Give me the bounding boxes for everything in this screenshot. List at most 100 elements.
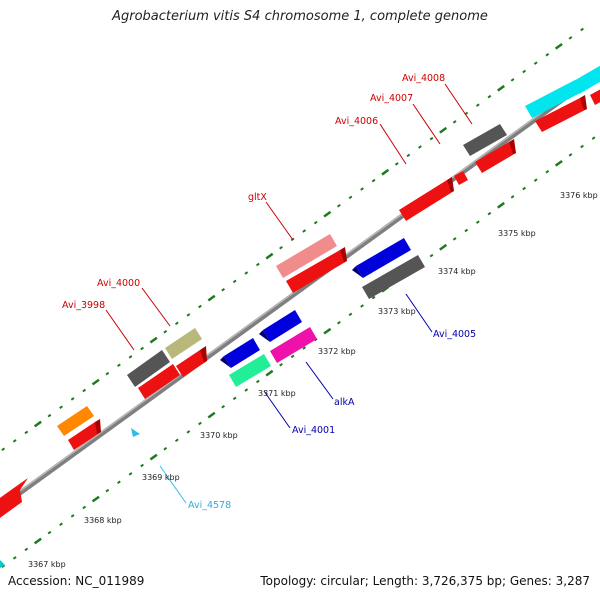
topology-text: Topology: circular; Length: 3,726,375 bp…: [260, 574, 590, 588]
major-tick: [265, 369, 274, 377]
feature-gene-red-4[interactable]: [475, 139, 516, 173]
minor-tick: [522, 69, 527, 74]
major-tick: [323, 327, 332, 335]
feature-gene-red-5[interactable]: [535, 84, 600, 132]
minor-tick: [418, 145, 422, 149]
minor-tick: [533, 61, 538, 65]
major-tick: [91, 378, 100, 386]
minor-tick: [510, 195, 515, 199]
minor-tick: [174, 438, 179, 443]
minor-tick: [580, 27, 584, 32]
feature-gene-alka[interactable]: [259, 310, 317, 363]
minor-tick: [128, 472, 133, 476]
minor-tick: [244, 271, 249, 275]
feature-gene-avi-4000[interactable]: [165, 328, 202, 359]
minor-tick: [128, 355, 133, 359]
minor-tick: [140, 346, 144, 351]
minor-tick: [117, 480, 121, 485]
genome-backbone: [0, 69, 600, 511]
scale-labels: 3367 kbp 3368 kbp 3369 kbp 3370 kbp 3371…: [28, 191, 598, 569]
minor-tick: [452, 237, 457, 241]
minor-tick: [337, 204, 341, 208]
minor-tick: [232, 396, 237, 401]
minor-tick: [475, 103, 480, 107]
feature-gene-cyan[interactable]: [525, 60, 600, 118]
gene-label-avi-4007[interactable]: Avi_4007: [370, 93, 413, 104]
minor-tick: [221, 287, 226, 292]
minor-tick: [337, 321, 341, 325]
feature-gene-gltx[interactable]: [286, 247, 347, 293]
major-tick: [149, 453, 158, 461]
minor-tick: [487, 211, 492, 216]
scale-label: 3372 kbp: [318, 347, 356, 356]
minor-tick: [232, 279, 237, 284]
minor-tick: [406, 153, 411, 158]
minor-tick: [47, 530, 52, 535]
minor-tick: [59, 522, 63, 526]
major-tick: [33, 420, 42, 428]
scale-label: 3367 kbp: [28, 560, 66, 569]
gene-label-avi-4578[interactable]: Avi_4578: [188, 500, 231, 511]
map-title: Agrobacterium vitis S4 chromosome 1, com…: [112, 9, 488, 24]
minor-tick: [580, 144, 584, 149]
major-tick: [381, 168, 390, 176]
feature-gene-avi-4007[interactable]: [454, 171, 468, 185]
minor-tick: [568, 153, 573, 157]
major-tick: [497, 201, 505, 209]
minor-tick: [545, 169, 550, 174]
minor-tick: [302, 346, 307, 350]
scale-label: 3373 kbp: [378, 307, 416, 316]
minor-tick: [452, 120, 457, 124]
major-tick: [554, 159, 563, 167]
tick-marks: [1, 27, 596, 568]
feature-gene-avi-4008[interactable]: [463, 124, 507, 156]
minor-tick: [360, 304, 364, 308]
gene-label-avi-3998[interactable]: Avi_3998: [62, 300, 105, 311]
minor-tick: [163, 446, 168, 451]
minor-tick: [348, 195, 353, 200]
gene-label-alka[interactable]: alkA: [334, 397, 355, 408]
gene-label-avi-4008[interactable]: Avi_4008: [402, 73, 445, 84]
scale-label: 3376 kbp: [560, 191, 598, 200]
major-tick: [323, 210, 332, 218]
minor-tick: [429, 136, 434, 141]
gene-label-avi-4001[interactable]: Avi_4001: [292, 425, 335, 436]
minor-tick: [59, 405, 63, 409]
feature-gene-avi-4578[interactable]: [131, 428, 140, 437]
minor-tick: [186, 430, 191, 434]
label-callout-lines: [105, 83, 473, 504]
scale-label: 3369 kbp: [142, 473, 180, 482]
minor-tick: [198, 421, 202, 426]
minor-tick: [163, 329, 168, 334]
major-tick: [439, 126, 448, 134]
major-tick: [149, 336, 158, 344]
minor-tick: [221, 404, 226, 409]
feature-gene-avi-4005[interactable]: [352, 238, 425, 299]
feature-gene-gltx-pseudo[interactable]: [276, 234, 337, 278]
gene-label-gltx[interactable]: gltX: [248, 192, 267, 203]
minor-tick: [371, 295, 376, 300]
minor-tick: [591, 136, 596, 140]
feature-gene-left-edge[interactable]: [0, 478, 28, 525]
minor-tick: [371, 178, 376, 183]
feature-gene-orange[interactable]: [57, 406, 101, 450]
scale-label: 3374 kbp: [438, 267, 476, 276]
feature-gene-avi-4001[interactable]: [220, 338, 271, 387]
feature-gene-avi-4006[interactable]: [399, 177, 454, 221]
scale-label: 3371 kbp: [258, 389, 296, 398]
feature-gene-red-3[interactable]: [138, 346, 207, 399]
minor-tick: [47, 413, 52, 418]
minor-tick: [117, 363, 121, 368]
gene-label-avi-4000[interactable]: Avi_4000: [97, 278, 140, 289]
minor-tick: [244, 388, 249, 392]
major-tick: [33, 537, 42, 545]
gene-label-avi-4006[interactable]: Avi_4006: [335, 116, 378, 127]
accession-text: Accession: NC_011989: [8, 574, 145, 588]
minor-tick: [313, 220, 318, 225]
minor-tick: [82, 505, 87, 510]
feature-gene-avi-3998[interactable]: [127, 350, 170, 387]
gene-label-avi-4005[interactable]: Avi_4005: [433, 329, 476, 340]
minor-tick: [568, 36, 573, 40]
minor-tick: [186, 313, 191, 317]
